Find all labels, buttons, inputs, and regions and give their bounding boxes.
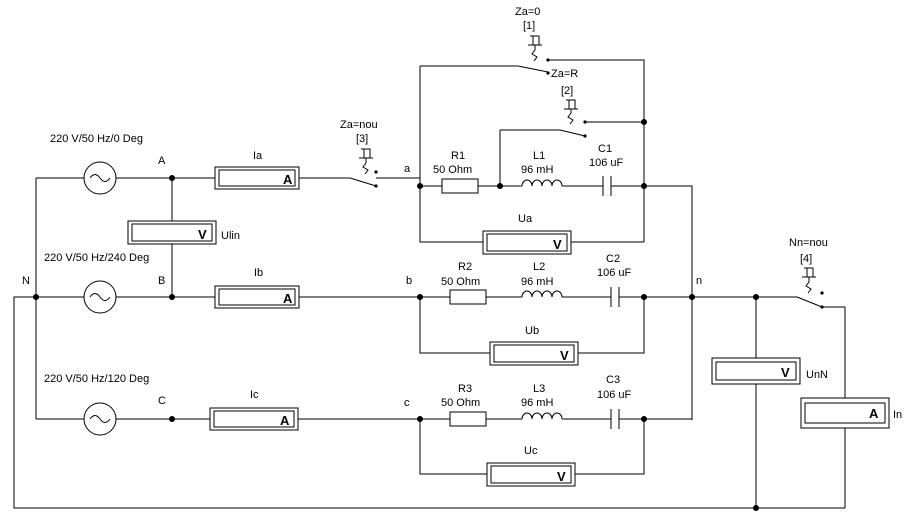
meter-unit: A [869, 406, 879, 421]
meter-label-ib: Ib [254, 267, 263, 279]
voltage-source-c: 220 V/50 Hz/120 Deg [44, 373, 149, 436]
capacitor-c3: C3 106 uF [597, 374, 632, 429]
switch-3-title: Za=nou [340, 119, 378, 131]
meter-label-ic: Ic [250, 389, 259, 401]
node-C: C [158, 395, 166, 407]
capacitor-c1: C1 106 uF [589, 143, 624, 196]
voltmeter-ua[interactable]: V Ua [482, 213, 572, 255]
node-c: c [404, 397, 410, 409]
ammeter-ia[interactable]: A Ia [214, 150, 300, 190]
voltmeter-uc[interactable]: V Uc [486, 445, 576, 487]
meter-label-in: In [893, 409, 902, 421]
node-b: b [406, 275, 412, 287]
switch-1-title: Za=0 [515, 6, 540, 18]
component-value: 96 mH [521, 397, 553, 409]
switch-2[interactable]: [2] [559, 85, 587, 138]
source-a-label: 220 V/50 Hz/0 Deg [50, 133, 143, 145]
resistor-r2: R2 50 Ohm [441, 261, 487, 305]
junctions [33, 119, 759, 511]
switch-2-key: [2] [561, 85, 573, 97]
node-n: n [696, 275, 702, 287]
wires [13, 59, 846, 509]
meter-label-uc: Uc [524, 445, 538, 457]
meter-unit: V [553, 237, 562, 252]
meter-label-ia: Ia [253, 150, 263, 162]
meter-unit: A [280, 413, 290, 428]
switch-1-position-label: Za=R [551, 68, 578, 80]
component-label: C1 [598, 143, 612, 155]
source-c-label: 220 V/50 Hz/120 Deg [44, 373, 149, 385]
meter-unit: V [781, 365, 790, 380]
switch-4-key: [4] [800, 253, 812, 265]
meter-label-ulin: Ulin [221, 230, 240, 242]
meter-unit: V [198, 227, 207, 242]
component-value: 96 mH [521, 164, 553, 176]
component-label: L3 [533, 383, 545, 395]
component-label: L1 [533, 150, 545, 162]
node-B: B [158, 275, 165, 287]
voltmeter-ulin[interactable]: V Ulin [127, 220, 240, 245]
component-value: 50 Ohm [433, 164, 472, 176]
inductor-l2: L2 96 mH [521, 261, 563, 298]
meter-label-ua: Ua [518, 213, 533, 225]
node-N: N [22, 275, 30, 287]
component-label: R3 [458, 383, 472, 395]
component-label: C3 [606, 374, 620, 386]
voltage-source-a: 220 V/50 Hz/0 Deg [50, 133, 143, 195]
switch-4[interactable]: Nn=nou [4] [789, 237, 828, 309]
component-label: C2 [606, 253, 620, 265]
node-a: a [404, 163, 411, 175]
switch-4-title: Nn=nou [789, 237, 828, 249]
voltage-source-b: 220 V/50 Hz/240 Deg [44, 252, 149, 314]
meter-unit: V [557, 469, 566, 484]
voltmeter-unn[interactable]: V UnN [711, 357, 828, 385]
component-label: R1 [451, 150, 465, 162]
switch-1[interactable]: Za=0 [1] Za=R [515, 6, 578, 80]
switch-3[interactable]: Za=nou [3] [340, 119, 378, 188]
component-value: 50 Ohm [441, 276, 480, 288]
component-value: 50 Ohm [441, 397, 480, 409]
node-A: A [158, 155, 166, 167]
meter-unit: A [283, 291, 293, 306]
inductor-l1: L1 96 mH [521, 150, 563, 187]
switch-1-key: [1] [523, 20, 535, 32]
component-value: 106 uF [597, 389, 632, 401]
inductor-l3: L3 96 mH [521, 383, 563, 420]
component-label: L2 [533, 261, 545, 273]
ammeter-ic[interactable]: A Ic [209, 389, 299, 431]
component-value: 96 mH [521, 276, 553, 288]
node-labels: N A B C a b c n [22, 155, 702, 409]
capacitor-c2: C2 106 uF [597, 253, 632, 307]
ammeter-ib[interactable]: A Ib [214, 267, 300, 309]
component-value: 106 uF [589, 157, 624, 169]
resistor-r1: R1 50 Ohm [433, 150, 479, 194]
source-b-label: 220 V/50 Hz/240 Deg [44, 252, 149, 264]
voltmeter-ub[interactable]: V Ub [489, 325, 579, 366]
component-label: R2 [458, 261, 472, 273]
meter-unit: V [560, 348, 569, 363]
ammeter-in[interactable]: A In [800, 397, 902, 429]
switch-3-key: [3] [356, 133, 368, 145]
meter-label-unn: UnN [806, 369, 828, 381]
resistor-r3: R3 50 Ohm [441, 383, 487, 427]
component-value: 106 uF [597, 267, 632, 279]
meter-unit: A [283, 172, 293, 187]
meter-label-ub: Ub [525, 325, 539, 337]
